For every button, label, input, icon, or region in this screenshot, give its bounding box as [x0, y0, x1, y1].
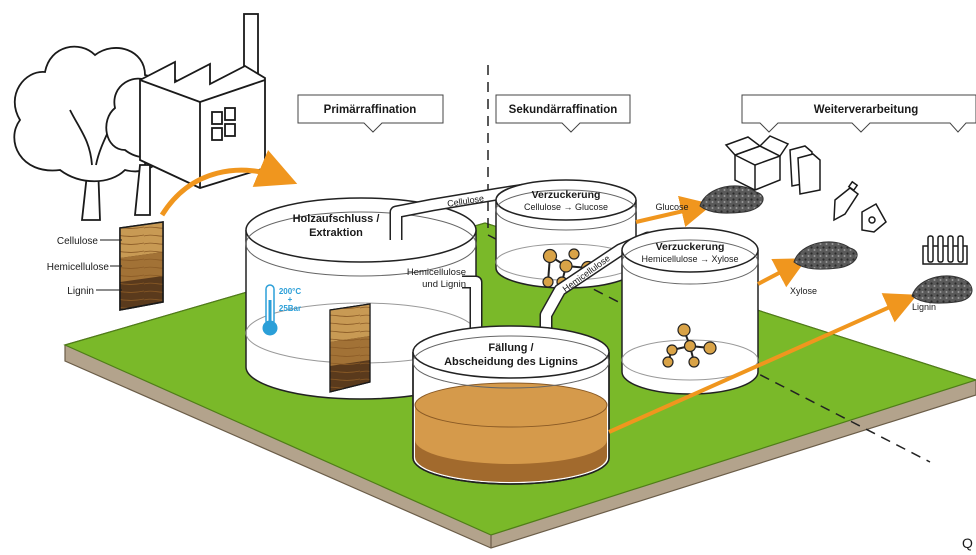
wood-layer-labels: Cellulose Hemicellulose Lignin — [47, 236, 122, 297]
outlet-label-1: Hemicellulose — [407, 267, 466, 278]
label-cellulose: Cellulose — [57, 236, 99, 247]
wood-sample — [119, 221, 164, 311]
tank-precip-title-2: Abscheidung des Lignins — [444, 356, 578, 368]
tank-sacch1-subtitle: Cellulose → Glucose — [524, 202, 608, 212]
pipe-outlet: Hemicellulose und Lignin — [407, 267, 483, 338]
label-lignin: Lignin — [67, 286, 94, 297]
xylose-pile — [793, 241, 858, 270]
label-lignin-output: Lignin — [912, 302, 936, 312]
tank-precip-title-1: Fällung / — [488, 342, 533, 354]
label-xylose: Xylose — [790, 286, 817, 296]
tank-precipitation: Fällung / Abscheidung des Lignins — [412, 325, 610, 485]
tank-sacch1-title: Verzuckerung — [532, 189, 601, 201]
feed-arrow — [159, 150, 298, 217]
lignin-pile — [911, 275, 973, 304]
arrow-xylose: Xylose — [757, 258, 817, 296]
tank-sacch2-title: Verzuckerung — [656, 241, 725, 253]
tank-pulping-title-2: Extraktion — [309, 227, 363, 239]
thermo-temp: 200°C — [279, 287, 302, 296]
section-secondary-label: Sekundärraffination — [509, 104, 618, 116]
tank-pulping-title-1: Holzaufschluss / — [293, 213, 380, 225]
section-divider-line — [487, 65, 931, 463]
factory-illustration — [139, 13, 266, 189]
tank-saccharification-cellulose: Verzuckerung Cellulose → Glucose — [495, 179, 637, 289]
section-primary-label: Primärraffination — [324, 104, 417, 116]
packaging-icon — [724, 135, 790, 191]
glucose-pile — [699, 185, 764, 214]
molecule-xylose — [662, 323, 717, 368]
label-glucose: Glucose — [655, 202, 688, 212]
tank-saccharification-hemicellulose: Verzuckerung Hemicellulose → Xylose — [621, 227, 759, 395]
arrow-glucose: Glucose — [635, 195, 713, 228]
bottles-icon — [833, 180, 887, 233]
corner-text: Q — [962, 535, 973, 551]
tank-sacch2-subtitle: Hemicellulose → Xylose — [641, 254, 738, 264]
callout-further: Weiterverarbeitung — [741, 94, 976, 133]
callout-secondary: Sekundärraffination — [495, 94, 631, 133]
label-hemicellulose: Hemicellulose — [47, 262, 110, 273]
thermo-plus: + — [288, 295, 293, 304]
outlet-label-2: und Lignin — [422, 279, 466, 290]
document-icon — [789, 145, 821, 195]
callout-primary: Primärraffination — [297, 94, 444, 133]
thermo-pressure: 25Bar — [279, 304, 301, 313]
section-further-label: Weiterverarbeitung — [814, 104, 919, 116]
arrow-lignin: Lignin — [608, 293, 936, 434]
test-tubes-icon — [922, 235, 968, 265]
thermometer-icon: 200°C + 25Bar — [262, 284, 302, 336]
